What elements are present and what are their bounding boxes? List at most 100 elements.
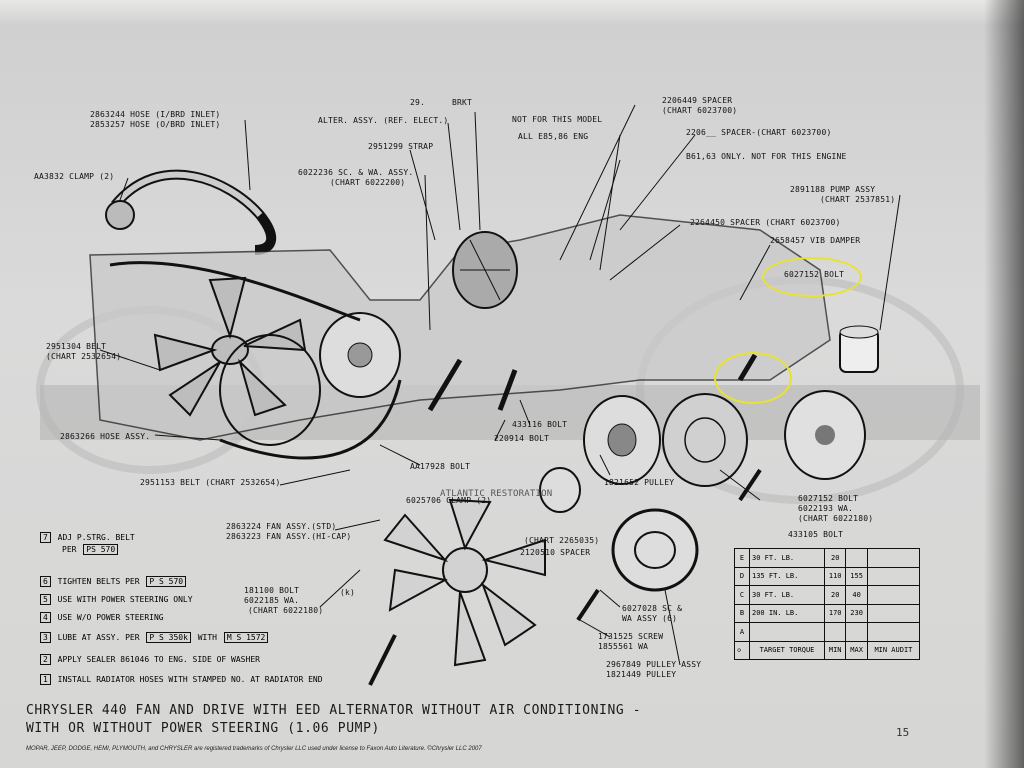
fan-lower [383,498,546,667]
legend-row-7: 7 ADJ P.STRG. BELT [38,532,135,543]
label-not-engine: B61,63 ONLY. NOT FOR THIS ENGINE [686,152,847,161]
label-fan-hicap: 2863223 FAN ASSY.(HI-CAP) [226,532,352,541]
label-bolt-2: 433116 BOLT [512,420,568,429]
legend-number: 6 [40,576,51,587]
label-bolt-7: 181100 BOLT [244,586,300,595]
label-brkt-num: 29. [410,98,426,107]
small-spacer [539,467,581,513]
page-edge [0,0,1024,26]
label-alter-assy: ALTER. ASSY. (REF. ELECT.) [318,116,449,125]
label-vib-damper: 2658457 VIB DAMPER [770,236,861,245]
torque-header-audit: MIN AUDIT [866,640,921,660]
drive-belt [109,261,361,322]
footer-trademark: MOPAR, JEEP, DODGE, HEMI, PLYMOUTH, and … [26,746,482,752]
legend-row-7b: PER PS 570 [62,544,120,555]
label-spacer-4: 2120510 SPACER [520,548,591,557]
label-sc-wa-chart: (CHART 6022200) [330,178,406,187]
torque-header-target: TARGET TORQUE [749,640,825,660]
torque-cell-torque: 135 FT. LB. [749,566,825,586]
torque-cell-min [823,622,847,642]
label-sc-wa-assy: 6027028 SC & [622,604,683,613]
legend-row-2: 2 APPLY SEALER 861046 TO ENG. SIDE OF WA… [38,654,260,665]
torque-cell-torque: 30 FT. LB. [749,585,825,605]
legend-number: 1 [40,674,51,685]
label-belt-1-chart: (CHART 2532654) [46,352,122,361]
label-not-model-2: ALL E85,86 ENG [518,132,589,141]
torque-cell-max: 155 [845,566,868,586]
label-bolt-3: 220914 BOLT [494,434,550,443]
label-belt-2: 2951153 BELT (CHART 2532654) [140,478,281,487]
torque-cell-key: C [734,585,750,605]
legend-number: 7 [40,532,51,543]
label-pulley-2: 1821449 PULLEY [606,670,677,679]
watermark-text: ATLANTIC RESTORATION [440,489,553,499]
label-spacer-1: 2206449 SPACER [662,96,733,105]
torque-header-row: ◇ TARGET TORQUE MIN MAX MIN AUDIT [734,640,921,660]
label-strap: 2951299 STRAP [368,142,434,151]
legend-text: TIGHTEN BELTS PER [57,577,140,586]
legend-number: 3 [40,632,51,643]
bolt-shaft [427,358,463,412]
torque-cell-key: A [734,622,750,642]
legend-text: USE W/O POWER STEERING [57,613,164,622]
torque-cell-audit [866,622,921,642]
legend-number: 5 [40,594,51,605]
label-wa-1-chart: (CHART 6022180) [798,514,874,523]
upper-hose-inner [112,171,263,217]
torque-cell-min: 20 [823,548,847,568]
label-brkt: BRKT [452,98,473,107]
legend-number: 2 [40,654,51,665]
label-not-model-1: NOT FOR THIS MODEL [512,115,603,124]
legend-number: 4 [40,612,51,623]
lower-pulley [611,508,699,592]
label-wa-1: 6022193 WA. [798,504,854,513]
legend-text: APPLY SEALER 861046 TO ENG. SIDE OF WASH… [57,655,260,664]
label-wa-2: 6022185 WA. [244,596,300,605]
label-k-note: (k) [340,588,356,597]
legend-text: INSTALL RADIATOR HOSES WITH STAMPED NO. … [57,675,323,684]
torque-cell-max: 40 [845,585,868,605]
legend-row-6: 6 TIGHTEN BELTS PER P S 570 [38,576,188,587]
legend-row-4: 4 USE W/O POWER STEERING [38,612,164,623]
label-hose-1: 2863244 HOSE (I/BRD INLET) [90,110,221,119]
legend-spec: P S 570 [146,576,187,587]
label-chart-2265035: (CHART 2265035) [524,536,600,545]
label-spacer-3: 2264450 SPACER (CHART 6023700) [690,218,841,227]
label-pulley-assy: 2967849 PULLEY ASSY [606,660,702,669]
label-screw: 1731525 SCREW [598,632,664,641]
legend-spec: M S 1572 [223,632,269,643]
highlight-bolt-top [762,257,862,297]
label-sc-wa-assy-2: WA ASSY (6) [622,614,678,623]
torque-header-max: MAX [845,640,868,660]
label-hose-2: 2853257 HOSE (O/BRD INLET) [90,120,221,129]
label-bolt-1: 6027152 BOLT [784,270,845,279]
label-pump-assy-chart: (CHART 2537851) [820,195,896,204]
legend-spec: PS 570 [83,544,119,555]
label-clamp-1: AA3832 CLAMP (2) [34,172,115,181]
label-pulley-1: 1821652 PULLEY [604,478,675,487]
torque-cell-torque [749,622,825,642]
label-bolt-5: 6027152 BOLT [798,494,859,503]
label-bolt-4: AA17928 BOLT [410,462,471,471]
torque-cell-audit [866,566,921,586]
torque-cell-max: 230 [845,603,868,623]
legend-text: PER [62,545,77,554]
torque-cell-audit [866,603,921,623]
label-wa-2-chart: (CHART 6022180) [248,606,324,615]
torque-header-key: ◇ [734,640,750,660]
caption-line-2: WITH OR WITHOUT POWER STEERING (1.06 PUM… [26,721,380,736]
legend-text: WITH [197,633,217,642]
torque-cell-min: 170 [823,603,847,623]
legend-text: USE WITH POWER STEERING ONLY [57,595,193,604]
label-belt-1: 2951304 BELT [46,342,107,351]
page-number: 15 [896,726,910,739]
engine-drawing [36,104,980,686]
label-fan-std: 2863224 FAN ASSY.(STD) [226,522,337,531]
legend-row-5: 5 USE WITH POWER STEERING ONLY [38,594,193,605]
caption: CHRYSLER 440 FAN AND DRIVE WITH EED ALTE… [26,702,956,738]
